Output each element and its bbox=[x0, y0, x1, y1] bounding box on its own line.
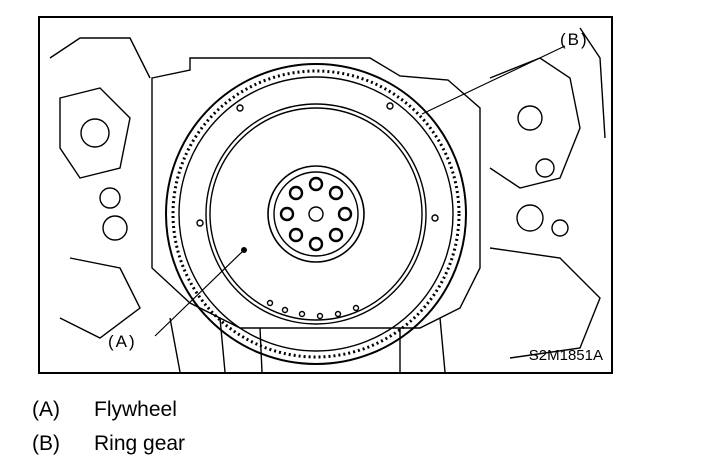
legend-item-ring-gear: (B) Ring gear bbox=[32, 432, 185, 456]
drawing-code: S2M1851A bbox=[528, 347, 603, 364]
flywheel-illustration: (A) (B) S2M1851A bbox=[38, 16, 613, 374]
legend-item-flywheel: (A) Flywheel bbox=[32, 398, 177, 422]
flywheel-face bbox=[205, 103, 427, 325]
ring-gear-outer bbox=[165, 63, 467, 365]
legend-text: Flywheel bbox=[94, 398, 177, 421]
leader-line-b bbox=[421, 45, 566, 115]
callout-a: (A) bbox=[108, 332, 137, 351]
ring-gear-inner bbox=[178, 76, 454, 352]
leader-line-a bbox=[154, 249, 245, 337]
left-engine-detail bbox=[49, 37, 151, 79]
right-engine-detail bbox=[489, 57, 581, 189]
flywheel-hub bbox=[267, 165, 365, 263]
callout-b: (B) bbox=[560, 30, 589, 49]
legend-key: (B) bbox=[32, 432, 60, 455]
legend-key: (A) bbox=[32, 398, 60, 421]
legend-text: Ring gear bbox=[94, 432, 186, 455]
ring-gear-teeth bbox=[171, 69, 461, 359]
flywheel-drawing bbox=[49, 27, 606, 372]
